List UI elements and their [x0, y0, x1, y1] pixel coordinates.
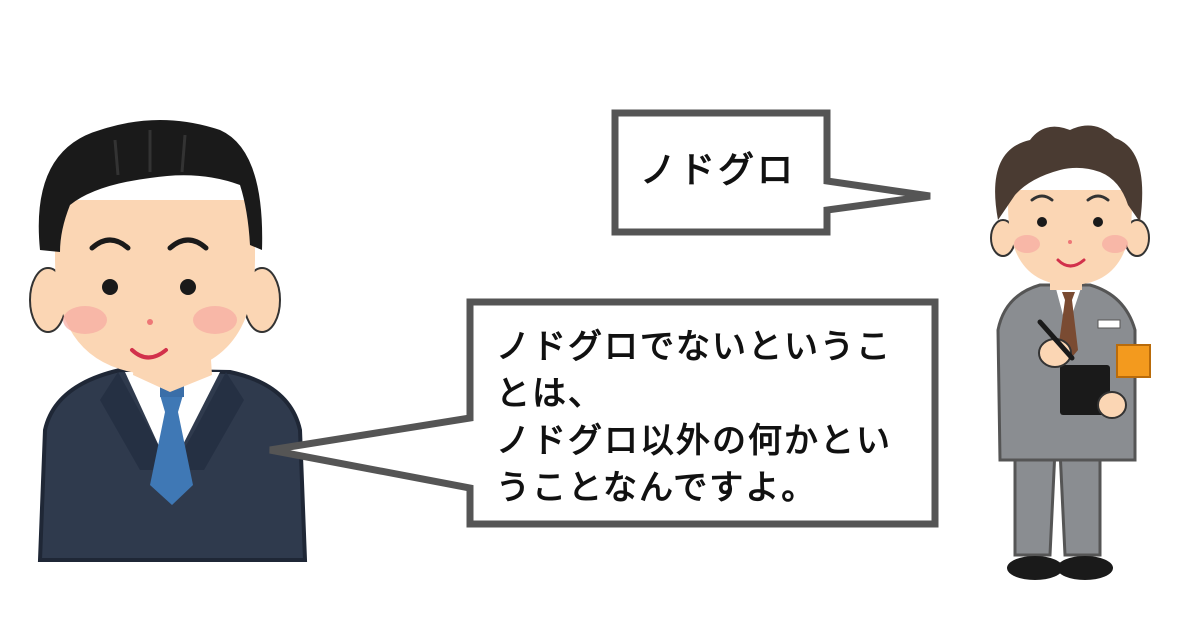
speech-bubble-reporter	[611, 109, 931, 236]
speech-bubble-businessman	[269, 298, 939, 528]
reporter-speech-text: ノドグロ	[640, 150, 797, 191]
businessman-icon	[29, 120, 308, 562]
reporter-icon	[990, 125, 1151, 580]
businessman-speech-text: ノドグロでないということは、 ノドグロ以外の何かということなんですよ。	[496, 327, 892, 508]
